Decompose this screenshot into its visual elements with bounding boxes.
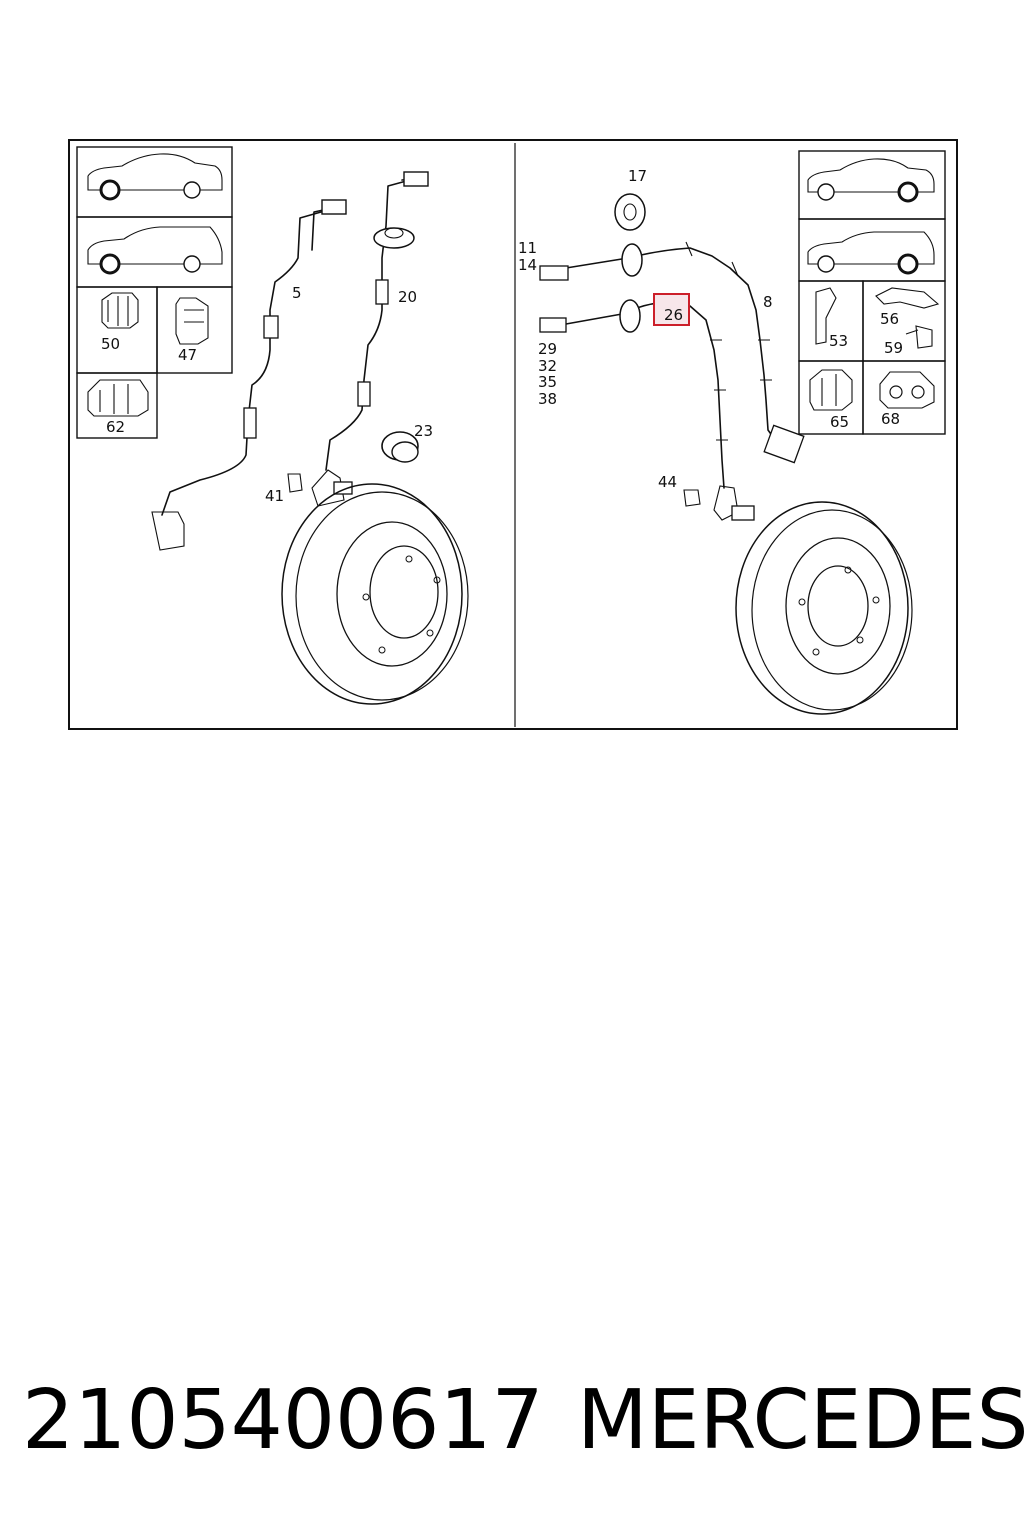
part-number: 2105400617: [22, 1373, 544, 1468]
right-sensor-assembly: [539, 193, 913, 715]
brand-name: MERCEDES: [577, 1373, 1024, 1468]
callout-29: 29: [538, 340, 557, 358]
callout-5: 5: [292, 284, 302, 302]
callout-47: 47: [178, 346, 197, 364]
sedan-car-icon: [807, 158, 935, 203]
callout-32: 32: [538, 357, 557, 375]
callout-56: 56: [880, 310, 899, 328]
callout-44: 44: [658, 473, 677, 491]
clip-65-icon: [809, 369, 853, 411]
estate-car-icon: [87, 226, 223, 275]
caption-bar: 2105400617 MERCEDES: [22, 1366, 1024, 1476]
clip-62-icon: [87, 379, 149, 417]
callout-53: 53: [829, 332, 848, 350]
highlight-box-26: [653, 293, 690, 326]
callout-38: 38: [538, 390, 557, 408]
clip-47-icon: [175, 297, 209, 345]
callout-41: 41: [265, 487, 284, 505]
left-sensor-assembly: [151, 171, 469, 705]
bracket-56-icon: [875, 287, 940, 309]
callout-14: 14: [518, 256, 537, 274]
sedan-car-icon: [87, 153, 223, 201]
clip-68-icon: [879, 371, 935, 409]
callout-50: 50: [101, 335, 120, 353]
callout-20: 20: [398, 288, 417, 306]
callout-59: 59: [884, 339, 903, 357]
callout-8: 8: [763, 293, 773, 311]
right-variant-panel: 53 56 59 65 68: [798, 150, 946, 435]
callout-23: 23: [414, 422, 433, 440]
callout-65: 65: [830, 413, 849, 431]
left-variant-panel: 50 47 62: [76, 146, 233, 439]
callout-17: 17: [628, 167, 647, 185]
estate-car-icon: [807, 231, 935, 275]
callout-35: 35: [538, 373, 557, 391]
diagram-frame: [68, 139, 958, 730]
callout-11: 11: [518, 239, 537, 257]
bracket-53-icon: [815, 287, 837, 345]
screw-59-icon: [905, 325, 933, 349]
callout-68: 68: [881, 410, 900, 428]
clip-50-icon: [101, 292, 139, 329]
callout-62: 62: [106, 418, 125, 436]
callout-26[interactable]: 26: [664, 306, 683, 324]
